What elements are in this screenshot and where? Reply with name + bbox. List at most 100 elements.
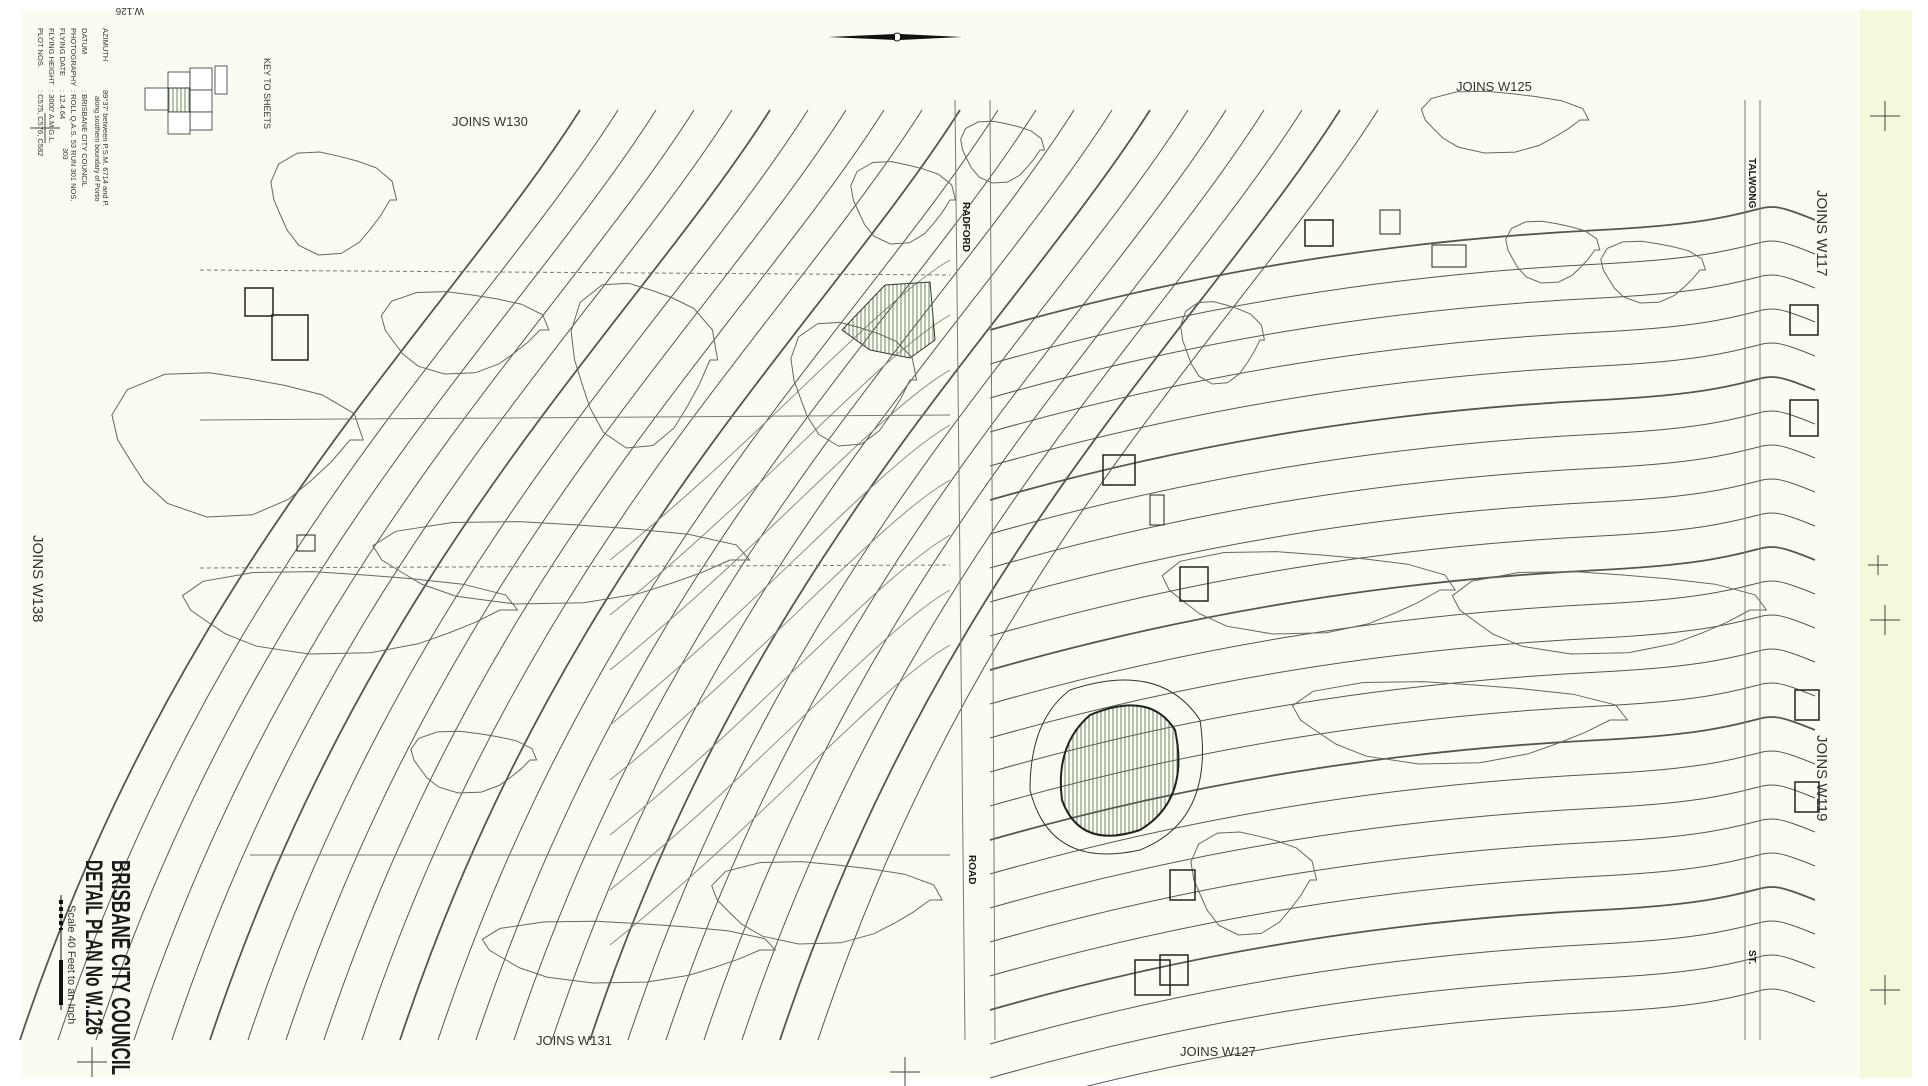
contour-line <box>171 109 733 1041</box>
contour-line <box>323 109 885 1041</box>
street-radford: RADFORD <box>960 202 971 252</box>
title-block: BRISBANE CITY COUNCIL DETAIL PLAN No W.1… <box>59 860 136 1075</box>
street-road: ROAD <box>966 855 977 884</box>
contour-line <box>989 954 1816 1079</box>
title-plan-number: DETAIL PLAN No W.126 <box>80 860 107 1035</box>
contour-line <box>609 589 951 891</box>
registration-marks <box>30 101 1900 1086</box>
tree-canopy <box>711 861 943 945</box>
contour-line <box>513 109 1075 1041</box>
contour-line <box>989 274 1816 399</box>
tree-canopy <box>850 161 957 245</box>
tree-canopies <box>111 90 1768 984</box>
tree-canopy <box>1291 681 1629 765</box>
street-talwong: TALWONG <box>1746 158 1757 209</box>
tree-canopy <box>1190 831 1318 936</box>
contour-line <box>589 109 1151 1041</box>
contour-line <box>989 886 1816 1011</box>
contour-line <box>133 109 695 1041</box>
contour-line <box>57 109 619 1041</box>
tree-canopy <box>1161 551 1457 635</box>
contour-lines <box>19 109 1816 1086</box>
contour-line <box>609 424 951 726</box>
tree-canopy <box>372 521 751 605</box>
tree-canopy <box>1505 220 1601 284</box>
contour-line <box>989 750 1816 875</box>
contour-line <box>989 852 1816 977</box>
contour-line <box>19 109 581 1041</box>
tree-canopy <box>1451 571 1768 655</box>
contour-line <box>989 240 1816 365</box>
contour-line <box>609 259 951 561</box>
joins-w138: JOINS W138 <box>29 535 46 623</box>
contour-line <box>665 109 1227 1041</box>
contour-line <box>989 376 1816 501</box>
roads <box>199 99 1761 1041</box>
contour-line <box>437 109 999 1041</box>
contour-line <box>609 644 951 946</box>
legend-key: PHOTOGRAPHY <box>69 28 78 86</box>
contour-line <box>1085 988 1816 1086</box>
tree-canopy <box>481 920 777 984</box>
buildings <box>244 209 1820 996</box>
tree-canopy <box>1180 301 1266 385</box>
contour-line <box>989 206 1816 331</box>
contour-line <box>95 109 657 1041</box>
legend-key: DATUM <box>80 28 89 54</box>
contour-line <box>989 342 1816 467</box>
contour-line <box>209 109 771 1041</box>
legend-key: FLYING DATE <box>58 28 67 76</box>
legend-value-continued: along southern boundary of Portio <box>93 96 100 202</box>
contour-line <box>989 410 1816 535</box>
legend-value-continued: 303 <box>61 148 68 160</box>
contour-line <box>609 534 951 836</box>
contour-line <box>247 109 809 1041</box>
street-st: ST. <box>1746 950 1757 965</box>
tree-canopy <box>960 120 1046 184</box>
key-to-sheets: KEY TO SHEETS <box>144 58 272 135</box>
contour-line <box>989 580 1816 705</box>
joins-w125: JOINS W125 <box>1456 79 1532 94</box>
pond-north <box>841 281 936 359</box>
contour-line <box>989 920 1816 1045</box>
key-to-sheets-title: KEY TO SHEETS <box>262 58 272 129</box>
contour-line <box>551 109 1113 1041</box>
contour-line <box>609 479 951 781</box>
contour-line <box>989 546 1816 671</box>
contour-line <box>475 109 1037 1041</box>
joins-w119: JOINS W119 <box>1813 735 1830 821</box>
joins-w127: JOINS W127 <box>1180 1044 1256 1059</box>
contour-line <box>703 109 1265 1041</box>
legend-value: : BRISBANE CITY COUNCIL <box>80 90 89 187</box>
joins-w117: JOINS W117 <box>1813 190 1830 276</box>
contour-line <box>817 109 1379 1041</box>
map-sheet <box>22 10 1912 1078</box>
legend-key: FLYING HEIGHT <box>47 28 56 85</box>
contour-line <box>989 308 1816 433</box>
contour-line <box>741 109 1303 1041</box>
legend-value: 89°37' between P.S.M. 6714 and P. <box>101 90 110 207</box>
contour-line <box>361 109 923 1041</box>
tree-canopy <box>410 730 538 794</box>
legend-value: : 3000' A.M.G.L. <box>47 90 56 144</box>
contour-line <box>989 512 1816 637</box>
joins-w131: JOINS W131 <box>536 1033 612 1048</box>
contour-line <box>609 369 951 671</box>
legend-value: : 12.4.64 <box>58 90 67 119</box>
tree-canopy <box>1420 90 1590 154</box>
contour-line <box>399 109 961 1041</box>
contour-line <box>285 109 847 1041</box>
joins-w130: JOINS W130 <box>452 114 528 129</box>
pond-south <box>1059 704 1180 837</box>
legend-key: AZIMUTH <box>101 28 110 61</box>
contour-line <box>627 109 1189 1041</box>
contour-line <box>989 784 1816 909</box>
tree-canopy <box>181 571 519 655</box>
north-arrow-icon <box>828 32 962 42</box>
tree-canopy <box>111 372 364 518</box>
contour-line <box>989 818 1816 943</box>
contour-line <box>989 614 1816 739</box>
legend-value: : ROLL Q.A.S. 53 RUN 301 NOS. <box>69 90 78 201</box>
tree-canopy <box>570 282 719 449</box>
